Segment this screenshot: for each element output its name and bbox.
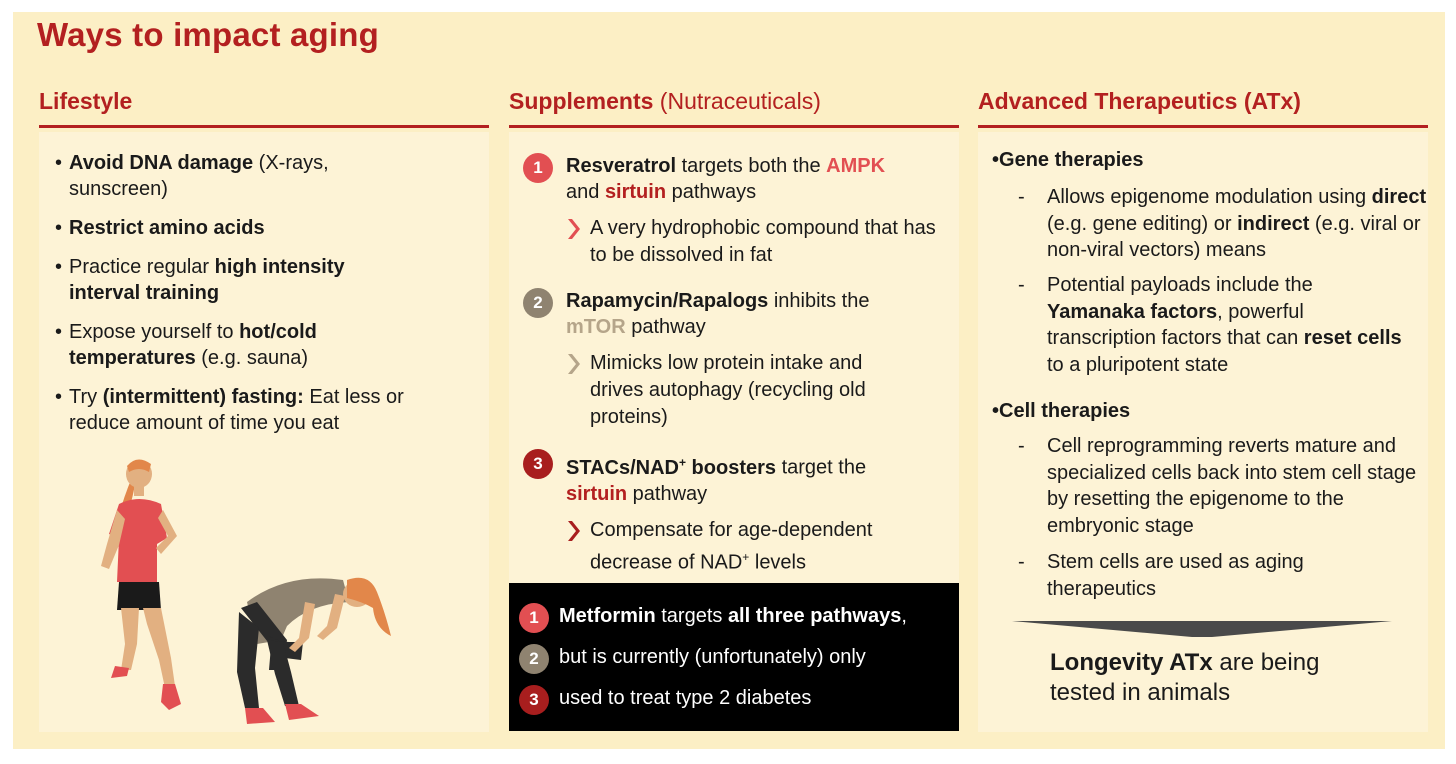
atx-divider xyxy=(978,125,1428,128)
supplement-resveratrol: 1 Resveratrol targets both the AMPK and … xyxy=(523,153,953,269)
lifestyle-column: Lifestyle Avoid DNA damage (X-rays, suns… xyxy=(39,12,489,749)
cell-therapies-point-2: - Stem cells are used as aging therapeut… xyxy=(1018,551,1304,600)
lifestyle-item-temperature: Expose yourself to hot/cold temperatures… xyxy=(55,319,359,371)
supplements-divider xyxy=(509,125,959,128)
supplement-resveratrol-note: A very hydrophobic compound that has to … xyxy=(566,215,940,269)
page-title: Ways to impact aging xyxy=(37,16,379,53)
supplement-stacs-note: Compensate for age-dependent decrease of… xyxy=(566,517,920,577)
lifestyle-item-dna: Avoid DNA damage (X-rays, sunscreen) xyxy=(55,150,369,202)
supplements-header: Supplements (Nutraceuticals) xyxy=(509,88,821,114)
lifestyle-divider xyxy=(39,125,489,128)
gene-therapies-heading: Gene therapies xyxy=(992,149,1144,172)
number-badge-2: 2 xyxy=(523,288,553,318)
number-badge-2: 2 xyxy=(519,644,549,674)
supplement-stacs-text: STACs/NAD+ boosters target the sirtuin p… xyxy=(566,455,867,505)
supplement-rapamycin-text: Rapamycin/Rapalogs inhibits the mTOR pat… xyxy=(566,290,870,338)
slide: Ways to impact aging Lifestyle Avoid DNA… xyxy=(13,12,1445,749)
number-badge-3: 3 xyxy=(519,685,549,715)
cell-therapies-point-1: - Cell reprogramming reverts mature and … xyxy=(1018,435,1417,537)
exercise-illustration xyxy=(101,459,391,724)
lifestyle-item-amino: Restrict amino acids xyxy=(55,215,475,241)
lifestyle-header: Lifestyle xyxy=(39,88,133,114)
lifestyle-item-fasting: Try (intermittent) fasting: Eat less or … xyxy=(55,384,449,436)
down-arrow-icon xyxy=(1012,621,1392,637)
number-badge-1: 1 xyxy=(523,153,553,183)
chevron-right-icon xyxy=(568,520,580,541)
supplements-panel xyxy=(509,132,959,583)
cell-therapies-heading: Cell therapies xyxy=(992,400,1130,423)
atx-header: Advanced Therapeutics (ATx) xyxy=(978,88,1301,114)
longevity-conclusion: Longevity ATx are being tested in animal… xyxy=(1050,649,1320,706)
gene-therapies-point-2: - Potential payloads include the Yamanak… xyxy=(1018,274,1402,376)
gene-therapies-point-1: - Allows epigenome modulation using dire… xyxy=(1018,186,1427,261)
number-badge-1: 1 xyxy=(519,603,549,633)
chevron-right-icon xyxy=(568,354,580,374)
supplement-rapamycin-note: Mimicks low protein intake and drives au… xyxy=(566,350,910,431)
supplement-resveratrol-text: Resveratrol targets both the AMPK and si… xyxy=(566,155,886,203)
lifestyle-item-hiit: Practice regular high intensity interval… xyxy=(55,254,389,306)
chevron-right-icon xyxy=(568,219,580,239)
supplement-stacs: 3 STACs/NAD+ boosters target the sirtuin… xyxy=(523,449,953,576)
supplements-column: Supplements (Nutraceuticals) 1 Resveratr… xyxy=(509,12,959,749)
exhausted-woman-icon xyxy=(237,577,391,724)
running-woman-icon xyxy=(101,459,181,710)
metformin-box: 1 Metformin targets all three pathways, … xyxy=(509,583,959,731)
lifestyle-list: Avoid DNA damage (X-rays, sunscreen) Res… xyxy=(55,150,475,449)
atx-column: Advanced Therapeutics (ATx) Gene therapi… xyxy=(978,12,1428,749)
number-badge-3: 3 xyxy=(523,449,553,479)
supplement-rapamycin: 2 Rapamycin/Rapalogs inhibits the mTOR p… xyxy=(523,288,953,431)
